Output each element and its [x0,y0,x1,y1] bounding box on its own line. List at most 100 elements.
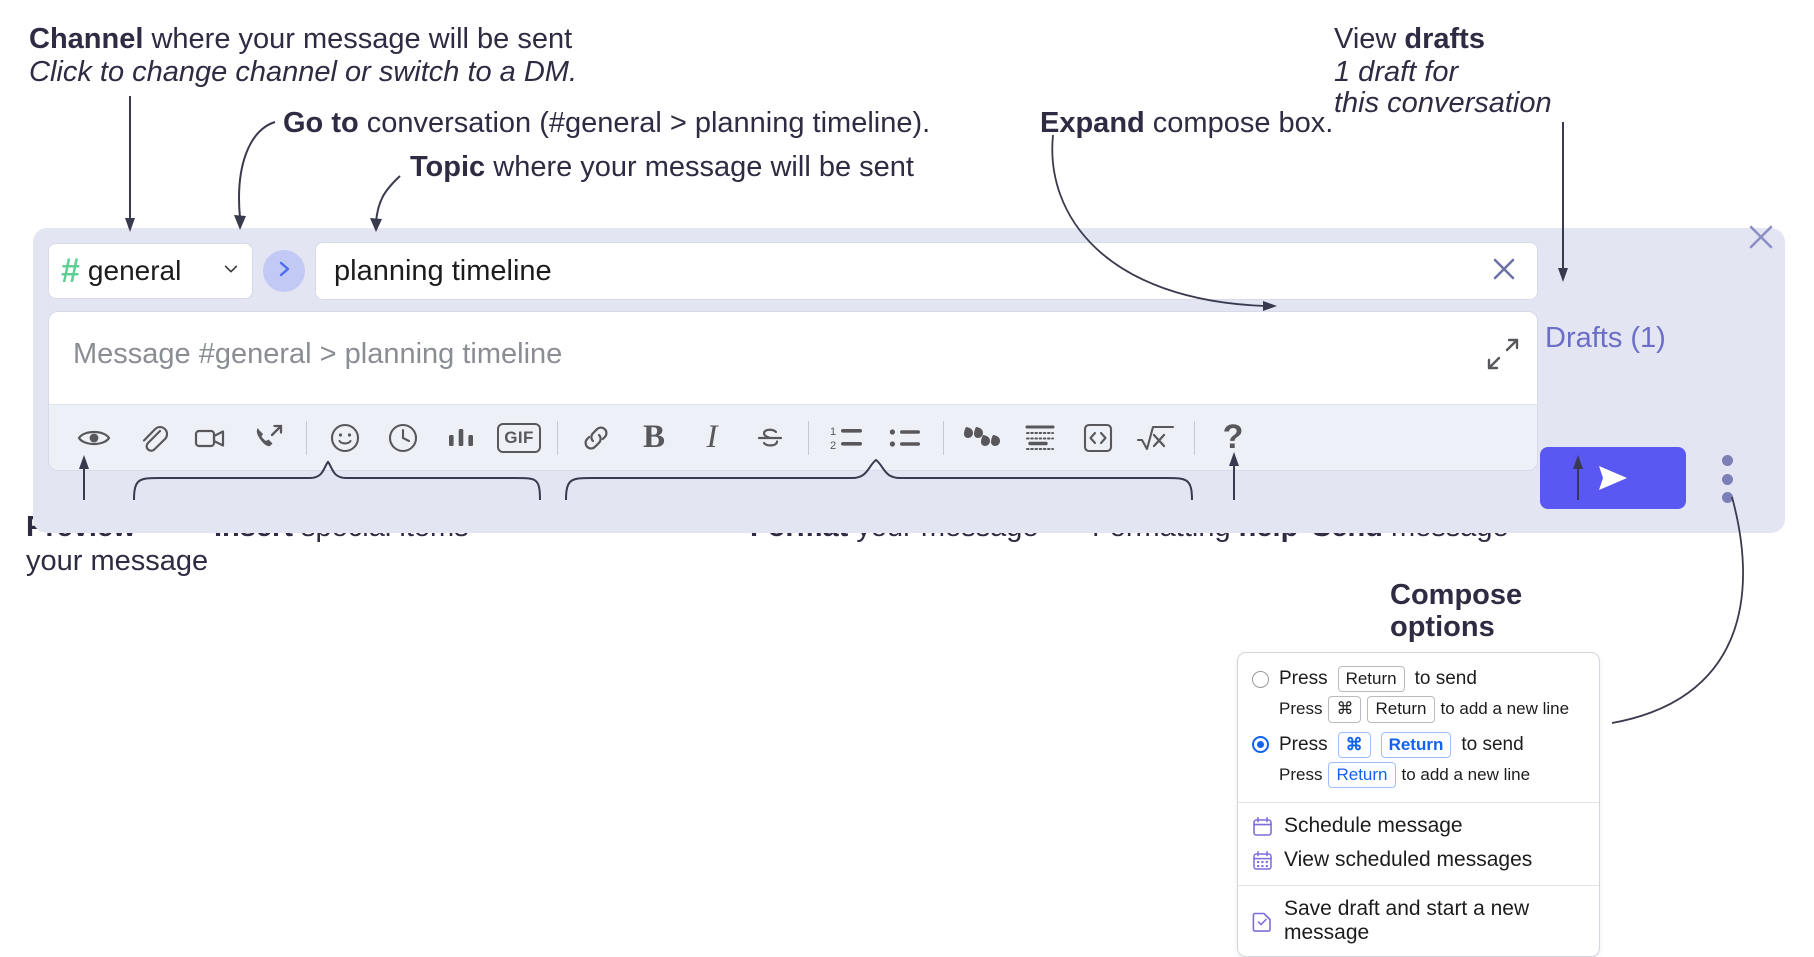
kebab-dot [1721,455,1733,466]
option1-sub-pre: Press [1279,699,1323,719]
annotation-expand-rest: compose box. [1144,107,1334,139]
option1-pre: Press [1279,668,1328,690]
option2-sub-post: to add a new line [1401,764,1531,784]
code-block-icon[interactable] [1011,412,1069,464]
clear-topic-icon[interactable] [1487,252,1521,291]
annotation-expand: Expand compose box. [1040,106,1333,141]
menu-divider [1238,885,1599,886]
annotation-drafts: View drafts [1334,22,1485,57]
menu-item-label: Save draft and start a new message [1284,897,1530,944]
menu-item-save-draft[interactable]: Save draft and start a new message [1238,892,1599,950]
expand-icon[interactable] [1487,338,1519,375]
emoji-icon[interactable] [316,412,374,464]
annotation-drafts-sub1: 1 draft for [1334,56,1459,88]
italic-icon[interactable]: I [683,412,741,464]
compose-header-row: # general planning timeline [48,242,1538,300]
annotation-compose-options-2: options [1390,610,1495,645]
menu-item-label: Schedule message [1284,814,1463,837]
topic-value: planning timeline [334,254,552,287]
blockquote-icon[interactable] [953,412,1011,464]
help-icon[interactable]: ? [1204,412,1262,464]
topic-input[interactable]: planning timeline [315,242,1538,300]
option2-sub-key: Return [1328,761,1396,788]
ordered-list-icon[interactable]: 1 2 [818,412,876,464]
channel-selector[interactable]: # general [48,243,253,299]
menu-item-label: View scheduled messages [1284,848,1533,871]
formatting-toolbar: GIF B I [49,404,1537,470]
bold-glyph: B [642,419,665,455]
menu-sub-option-1: Press ⌘ Return to add a new line [1238,695,1599,728]
menu-radio-option-1[interactable]: Press Return to send [1238,663,1599,695]
kebab-dot [1721,492,1733,503]
annotation-topic: Topic where your message will be sent [410,150,914,185]
link-icon[interactable] [567,412,625,464]
svg-text:1: 1 [830,426,836,438]
bold-icon[interactable]: B [625,412,683,464]
annotation-compose-options-1: Compose [1390,578,1522,613]
svg-text:2: 2 [830,440,836,452]
annotation-channel-rest: where your message will be sent [143,23,573,55]
strikethrough-icon[interactable] [741,412,799,464]
calendar-grid-icon [1252,850,1273,871]
annotation-topic-rest: where your message will be sent [485,151,914,183]
annotation-drafts-sub2: this conversation [1334,87,1552,119]
annotation-goto-bold: Go to [283,107,359,139]
annotation-compose-options-bold1: Compose [1390,579,1523,611]
compose-widget: # general planning timeline Message #gen… [33,228,1785,533]
kebab-dot [1721,473,1733,485]
radio-selected-icon[interactable] [1252,736,1269,754]
leader-line-goto [238,121,276,219]
audio-call-icon[interactable] [239,412,297,464]
option1-sub-key2: Return [1367,696,1435,723]
option2-key2: Return [1380,731,1452,758]
attachment-icon[interactable] [123,412,181,464]
save-draft-icon [1252,911,1273,932]
message-input-box[interactable]: Message #general > planning timeline [48,311,1538,471]
clock-icon[interactable] [374,412,432,464]
option1-sub-post: to add a new line [1440,699,1570,719]
option2-sub-pre: Press [1279,764,1323,784]
close-compose-icon[interactable] [1742,218,1780,261]
annotation-goto: Go to conversation (#general > planning … [283,106,930,141]
toolbar-divider [1194,420,1195,455]
option2-post: to send [1461,733,1524,755]
calendar-icon [1252,816,1273,837]
gif-icon[interactable]: GIF [490,412,548,464]
toolbar-divider [557,420,558,455]
toolbar-divider [306,420,307,455]
math-icon[interactable] [1127,412,1185,464]
annotation-drafts-bold: drafts [1404,23,1485,55]
go-to-conversation-button[interactable] [263,250,305,292]
menu-item-schedule-message[interactable]: Schedule message [1238,809,1599,843]
gif-label: GIF [497,422,541,453]
annotation-drafts-plain: View [1334,23,1405,55]
preview-icon[interactable] [65,412,123,464]
annotation-preview-line2: your message [26,545,209,577]
option2-pre: Press [1279,733,1328,755]
video-icon[interactable] [181,412,239,464]
channel-name: general [87,255,182,286]
poll-icon[interactable] [432,412,490,464]
compose-options-button[interactable] [1719,455,1735,503]
message-placeholder: Message #general > planning timeline [73,338,563,370]
annotation-topic-bold: Topic [410,151,486,183]
menu-radio-option-2[interactable]: Press ⌘ Return to send [1238,729,1599,761]
menu-item-view-scheduled-messages[interactable]: View scheduled messages [1238,843,1599,877]
compose-main-column: # general planning timeline Message #gen… [48,242,1538,471]
radio-unselected-icon[interactable] [1252,670,1269,688]
option2-key1: ⌘ [1337,731,1371,758]
option1-key: Return [1337,666,1405,693]
annotation-goto-rest: conversation (#general > planning timeli… [358,107,931,139]
leader-line-topic [375,175,401,223]
annotation-compose-options-bold2: options [1390,611,1495,643]
help-glyph: ? [1222,418,1244,456]
annotation-expand-bold: Expand [1040,107,1145,139]
toolbar-divider [943,420,944,455]
code-icon[interactable] [1069,412,1127,464]
send-button[interactable] [1540,447,1686,509]
annotation-channel: Channel where your message will be sent [29,22,572,57]
bulleted-list-icon[interactable] [876,412,934,464]
chevron-down-icon [222,260,240,283]
drafts-link[interactable]: Drafts (1) [1545,322,1666,354]
option1-sub-key1: ⌘ [1328,696,1362,723]
